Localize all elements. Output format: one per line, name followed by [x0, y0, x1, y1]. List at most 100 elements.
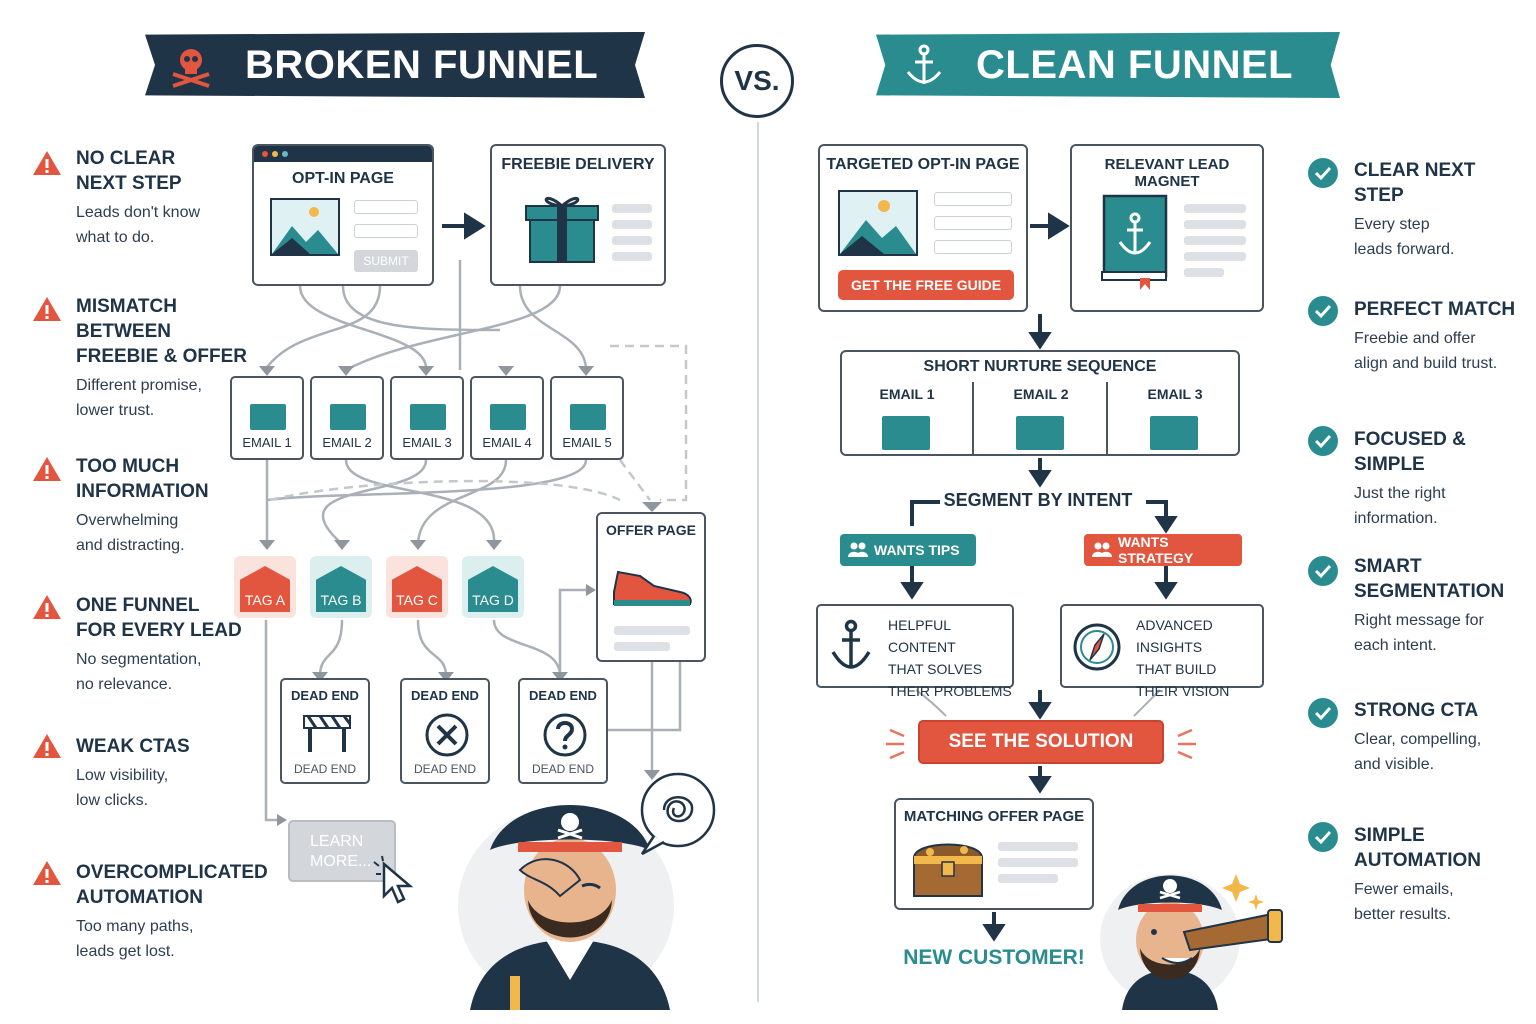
benefit-item: SMART SEGMENTATION Right message for eac…: [1354, 554, 1524, 658]
warning-icon: [33, 457, 61, 481]
benefit-text: Freebie and offer align and build trust.: [1354, 330, 1498, 372]
envelope-icon: [882, 416, 930, 450]
warning-icon: [33, 297, 61, 321]
envelope-icon: [330, 404, 366, 430]
problem-item: MISMATCH BETWEEN FREEBIE & OFFER Differe…: [76, 294, 276, 423]
dead-end-title: DEAD END: [291, 688, 359, 703]
problem-text: Overwhelming and distracting.: [76, 512, 185, 554]
new-customer-label: NEW CUSTOMER!: [903, 946, 1085, 969]
problem-text: Different promise, lower trust.: [76, 377, 202, 419]
benefit-item: FOCUSED & SIMPLE Just the right informat…: [1354, 427, 1524, 531]
benefit-text: Every step leads forward.: [1354, 216, 1455, 258]
benefit-item: STRONG CTA Clear, compelling, and visibl…: [1354, 698, 1524, 777]
benefit-text: Just the right information.: [1354, 485, 1446, 527]
treasure-chest-icon: [912, 843, 984, 897]
email-card: EMAIL 2: [310, 376, 384, 460]
problem-item: TOO MUCH INFORMATION Overwhelming and di…: [76, 454, 276, 558]
dead-end-caption: DEAD END: [293, 762, 356, 776]
tag-badge: TAG A: [234, 556, 296, 618]
envelope-icon: [490, 404, 526, 430]
clean-funnel-title: CLEAN FUNNEL: [976, 42, 1294, 87]
helpful-content-text: HELPFUL CONTENT THAT SOLVES THEIR PROBLE…: [888, 617, 1012, 699]
advanced-insights-box: ADVANCED INSIGHTS THAT BUILD THEIR VISIO…: [1060, 604, 1264, 699]
tag-badge: TAG C: [386, 556, 448, 618]
helpful-content-box: HELPFUL CONTENT THAT SOLVES THEIR PROBLE…: [816, 604, 1014, 699]
envelope-icon: [570, 404, 606, 430]
learn-more-button[interactable]: LEARN MORE...: [288, 820, 396, 882]
vs-badge: VS.: [720, 44, 794, 118]
landscape-image-icon: [270, 198, 340, 256]
check-icon: [1308, 698, 1338, 728]
submit-button[interactable]: SUBMIT: [354, 250, 418, 272]
landscape-image-icon: [838, 190, 918, 256]
email-label: EMAIL 5: [562, 435, 612, 450]
barricade-icon: [303, 715, 352, 752]
email-card: EMAIL 3: [390, 376, 464, 460]
envelope-icon: [410, 404, 446, 430]
problem-text: No segmentation, no relevance.: [76, 651, 202, 693]
benefit-item: CLEAR NEXT STEP Every step leads forward…: [1354, 158, 1524, 262]
tag-label: TAG B: [320, 592, 362, 608]
get-free-guide-button[interactable]: GET THE FREE GUIDE: [838, 270, 1014, 300]
problem-title: NO CLEAR NEXT STEP: [76, 148, 182, 194]
email-label: EMAIL 2: [1013, 386, 1069, 402]
problem-title: OVERCOMPLICATED AUTOMATION: [76, 862, 268, 908]
anchor-icon: [906, 44, 942, 84]
tag-label: TAG C: [396, 592, 438, 608]
lead-magnet-title: RELEVANT LEAD MAGNET: [1104, 156, 1230, 190]
sneaker-icon: [613, 570, 692, 606]
problem-text: Low visibility, low clicks.: [76, 767, 169, 809]
problem-title: WEAK CTAS: [76, 736, 190, 757]
freebie-delivery-box: FREEBIE DELIVERY: [490, 144, 666, 286]
dead-end-card: DEAD END DEAD END: [400, 678, 490, 784]
benefit-title: SIMPLE AUTOMATION: [1354, 825, 1482, 871]
problem-item: WEAK CTAS Low visibility, low clicks.: [76, 734, 276, 813]
anchor-book-icon: [1101, 194, 1168, 290]
wants-tips-label: WANTS TIPS: [874, 542, 960, 558]
envelope-icon: [250, 404, 286, 430]
dead-end-caption: DEAD END: [531, 762, 594, 776]
matching-offer-page: MATCHING OFFER PAGE: [894, 798, 1094, 910]
dead-end-caption: DEAD END: [413, 762, 476, 776]
benefit-text: Fewer emails, better results.: [1354, 881, 1454, 923]
matching-offer-title: MATCHING OFFER PAGE: [903, 808, 1085, 825]
dead-end-title: DEAD END: [411, 688, 479, 703]
center-divider: [757, 122, 759, 1002]
input-field[interactable]: [934, 240, 1012, 254]
broken-offer-page: OFFER PAGE: [596, 512, 706, 662]
benefit-text: Clear, compelling, and visible.: [1354, 731, 1482, 773]
lead-magnet-box: RELEVANT LEAD MAGNET: [1070, 144, 1264, 312]
input-field[interactable]: [354, 224, 418, 238]
benefit-text: Right message for each intent.: [1354, 612, 1484, 654]
input-field[interactable]: [354, 200, 418, 214]
see-solution-button[interactable]: SEE THE SOLUTION: [918, 720, 1164, 764]
benefit-item: PERFECT MATCH Freebie and offer align an…: [1354, 297, 1524, 376]
benefit-item: SIMPLE AUTOMATION Fewer emails, better r…: [1354, 823, 1524, 927]
benefit-title: PERFECT MATCH: [1354, 299, 1516, 320]
offer-title: OFFER PAGE: [606, 522, 696, 538]
broken-funnel-title: BROKEN FUNNEL: [245, 42, 599, 87]
wants-strategy-pill[interactable]: WANTS STRATEGY: [1084, 534, 1242, 566]
email-label: EMAIL 3: [402, 435, 452, 450]
input-field[interactable]: [934, 192, 1012, 206]
problem-item: OVERCOMPLICATED AUTOMATION Too many path…: [76, 860, 296, 964]
email-label: EMAIL 1: [242, 435, 292, 450]
nurture-sequence-box: SHORT NURTURE SEQUENCE EMAIL 1 EMAIL 2 E…: [840, 350, 1240, 456]
envelope-icon: [1016, 416, 1064, 450]
warning-icon: [33, 151, 61, 175]
email-label: EMAIL 1: [879, 386, 935, 402]
skull-crossbones-icon: [172, 49, 210, 88]
browser-bar: [254, 146, 432, 162]
users-icon: [1092, 542, 1112, 557]
dead-end-title: DEAD END: [529, 688, 597, 703]
question-circle-icon: [543, 713, 587, 757]
input-field[interactable]: [934, 216, 1012, 230]
problem-text: Leads don't know what to do.: [76, 204, 201, 246]
tag-badge: TAG D: [462, 556, 524, 618]
email-card: EMAIL 5: [550, 376, 624, 460]
wants-tips-pill[interactable]: WANTS TIPS: [840, 534, 976, 566]
problem-title: MISMATCH BETWEEN FREEBIE & OFFER: [76, 296, 248, 367]
problem-text: Too many paths, leads get lost.: [76, 918, 194, 960]
confused-thought-bubble: [640, 772, 716, 856]
envelope-icon: [1150, 416, 1198, 450]
